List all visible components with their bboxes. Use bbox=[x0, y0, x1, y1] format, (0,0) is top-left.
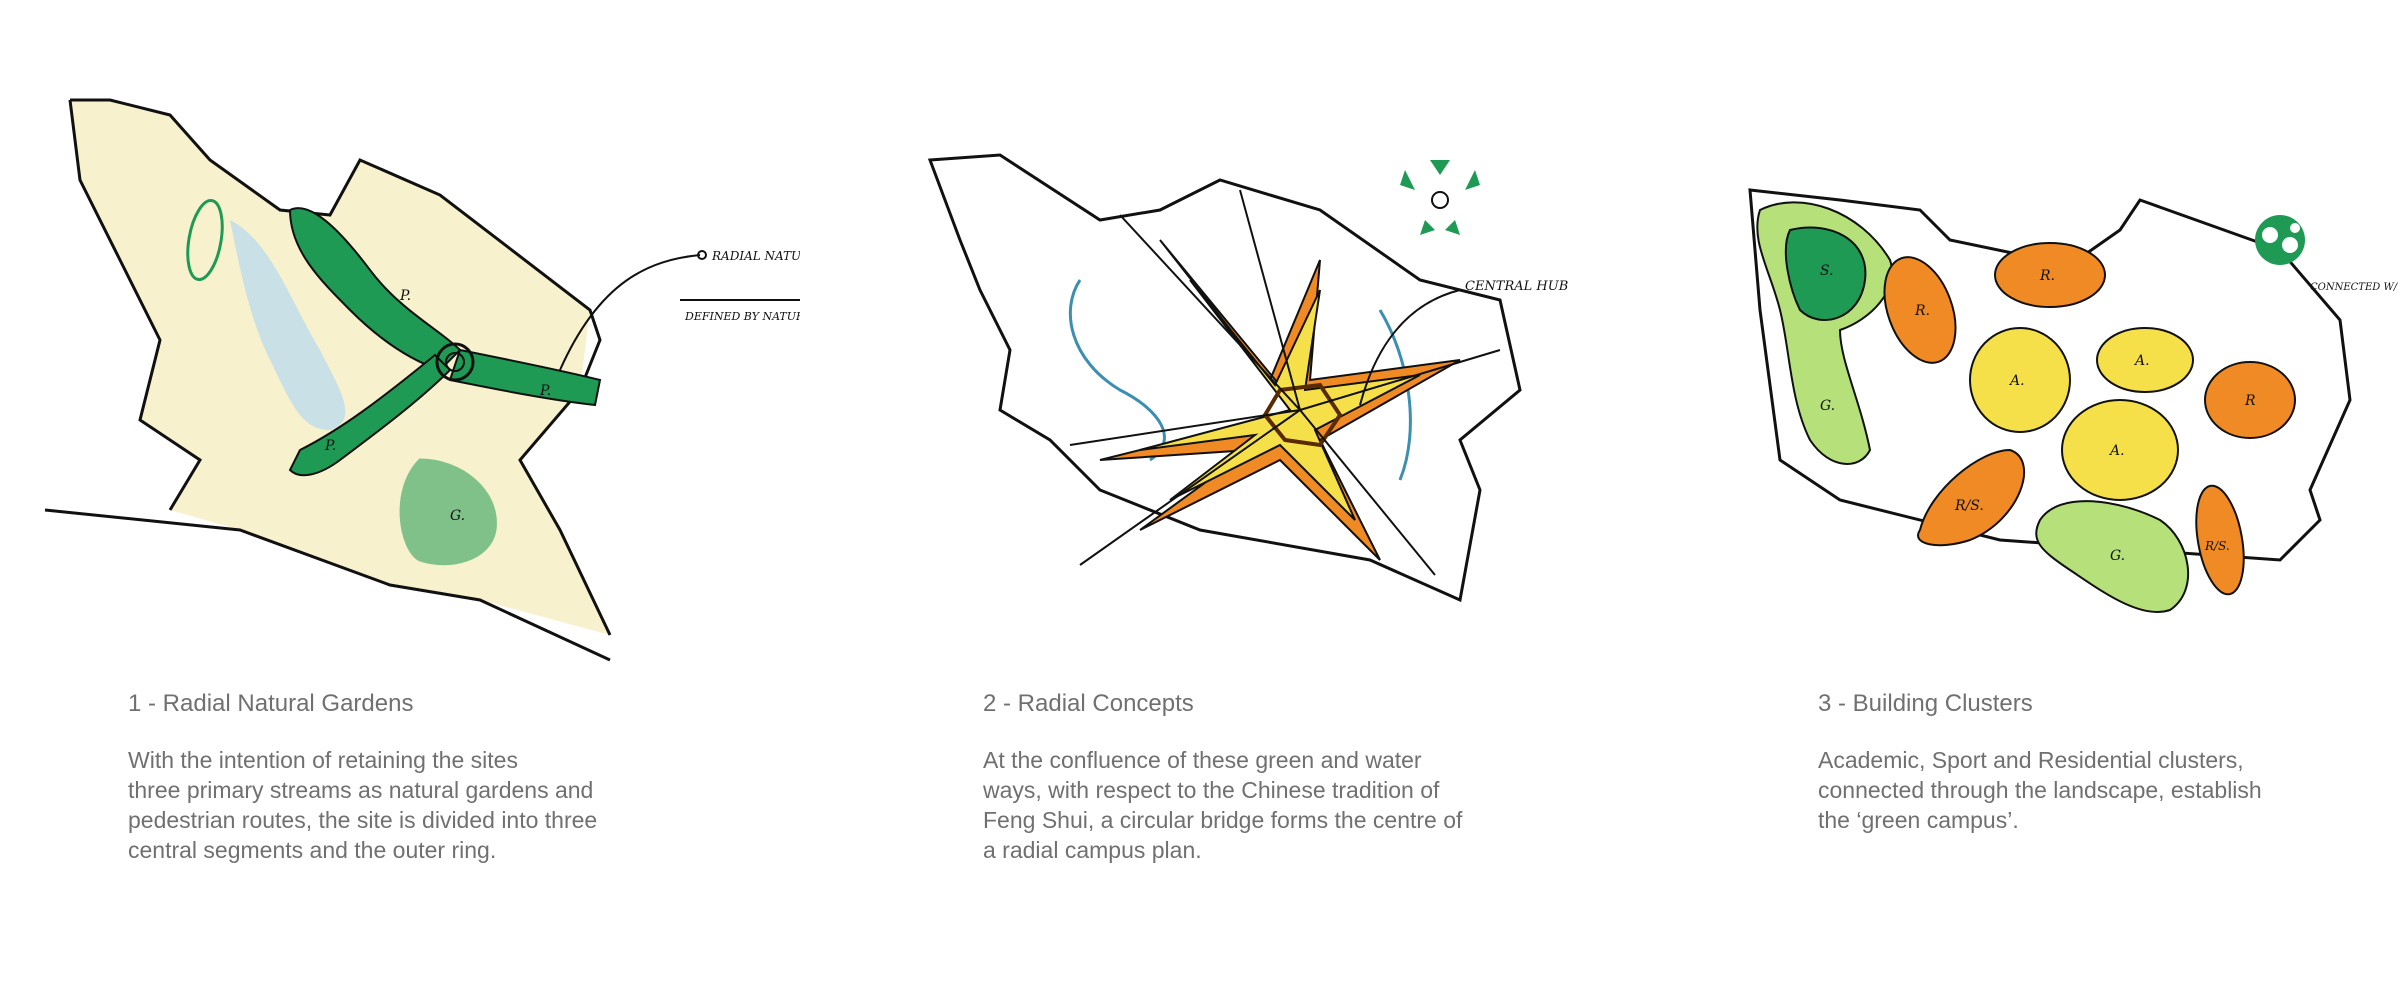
stream-water-west bbox=[1068, 279, 1166, 462]
cluster-label-s: S. bbox=[1820, 263, 1834, 279]
stream-water bbox=[230, 220, 346, 430]
cluster-label-r1: R. bbox=[1914, 303, 1930, 319]
sketch-label-p3: P. bbox=[324, 438, 336, 454]
cluster-label-rs1: R/S. bbox=[1954, 498, 1984, 514]
panel-building-clusters: S. G. R. R. A. A. A. R R/S. G. R/S. CONN… bbox=[1720, 0, 2400, 1000]
cluster-label-a1: A. bbox=[2008, 373, 2025, 389]
garden-arm-southwest bbox=[288, 353, 452, 477]
site-outline-west bbox=[68, 99, 203, 511]
site-outline bbox=[70, 98, 612, 636]
garden-arm-east bbox=[448, 348, 602, 407]
sketch-label-p1: P. bbox=[399, 288, 411, 304]
sketch-label-g: G. bbox=[450, 508, 465, 524]
cluster-label-rs2: R/S. bbox=[2204, 539, 2230, 553]
annotation-central-hub: CENTRAL HUB bbox=[1465, 279, 1568, 294]
cluster-a2 bbox=[2096, 327, 2194, 393]
cluster-label-r3: R bbox=[2244, 393, 2256, 409]
panel-radial-natural-gardens: P. P. P. G. RADIAL NATURAL GARDENS DEFIN… bbox=[40, 0, 800, 1000]
cluster-label-g1: G. bbox=[1820, 398, 1835, 414]
caption-body: At the confluence of these green and wat… bbox=[983, 746, 1463, 863]
caption-title: 3 - Building Clusters bbox=[1818, 690, 2033, 717]
garden-arm-north bbox=[288, 207, 462, 372]
cluster-g2 bbox=[2035, 500, 2190, 613]
radial-star-inner bbox=[1139, 279, 1421, 521]
cluster-label-a3: A. bbox=[2108, 443, 2125, 459]
caption-title: 1 - Radial Natural Gardens bbox=[128, 690, 414, 717]
cluster-s bbox=[1784, 226, 1867, 321]
sketch-radial-concepts: CENTRAL HUB bbox=[927, 153, 1568, 603]
cluster-r3 bbox=[2204, 361, 2296, 439]
caption-body: Academic, Sport and Residential clusters… bbox=[1818, 746, 2262, 833]
cluster-rs2 bbox=[2195, 484, 2245, 596]
caption-3: 3 - Building Clusters Academic, Sport an… bbox=[1818, 690, 2378, 835]
cluster-a3 bbox=[2061, 399, 2179, 501]
sketch-building-clusters: S. G. R. R. A. A. A. R R/S. G. R/S. CONN… bbox=[1748, 188, 2400, 613]
cluster-label-a2: A. bbox=[2133, 353, 2150, 369]
compass-flower-icon bbox=[1400, 160, 1480, 235]
site-outline-lower bbox=[44, 508, 611, 662]
annotation-leader bbox=[559, 254, 701, 371]
caption-1: 1 - Radial Natural Gardens With the inte… bbox=[128, 690, 728, 865]
garden-patch-west bbox=[186, 199, 224, 281]
site-outline bbox=[927, 153, 1522, 603]
cluster-label-r2: R. bbox=[2039, 268, 2055, 284]
cluster-a1 bbox=[1969, 327, 2071, 433]
caption-2: 2 - Radial Concepts At the confluence of… bbox=[983, 690, 1583, 865]
stream-water-east bbox=[1378, 309, 1412, 481]
garden-patch-south bbox=[399, 458, 497, 566]
connected-gardens-icon bbox=[2255, 215, 2305, 265]
cluster-label-g2: G. bbox=[2110, 548, 2125, 564]
panel-radial-concepts: CENTRAL HUB 2 - Radial Concepts At the c… bbox=[900, 0, 1600, 1000]
caption-title: 2 - Radial Concepts bbox=[983, 690, 1194, 717]
cluster-r1 bbox=[1883, 256, 1957, 364]
caption-body: With the intention of retaining the site… bbox=[128, 746, 598, 863]
annotation-connected-gardens: CONNECTED W/ GARDENS bbox=[2310, 282, 2400, 293]
cluster-rs1 bbox=[1917, 448, 2026, 547]
cluster-r2 bbox=[1994, 242, 2106, 308]
sketch-label-p2: P. bbox=[539, 383, 551, 399]
garden-hub-ring bbox=[435, 342, 475, 382]
site-outline bbox=[1748, 188, 2352, 562]
annotation-radial-gardens: RADIAL NATURAL GARDENS bbox=[711, 249, 800, 263]
sketch-radial-natural-gardens: P. P. P. G. RADIAL NATURAL GARDENS DEFIN… bbox=[44, 98, 800, 662]
annotation-defined-by-nature: DEFINED BY NATURE bbox=[684, 310, 800, 323]
